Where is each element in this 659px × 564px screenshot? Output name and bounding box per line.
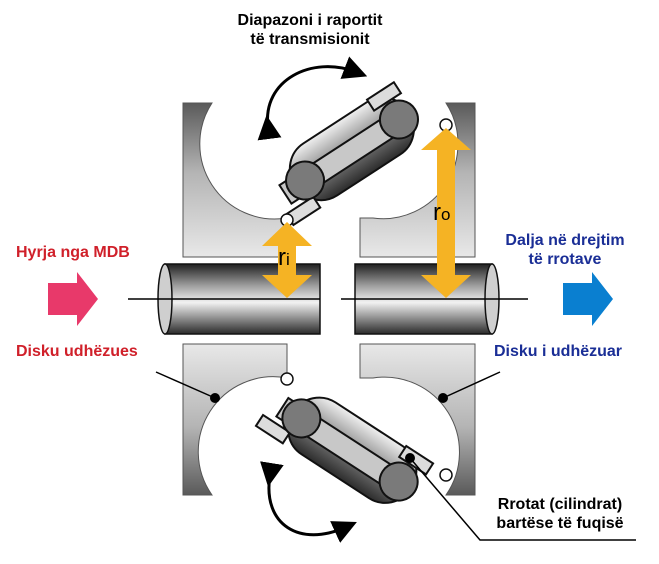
ro-label-main: r: [433, 199, 441, 226]
ri-label-main: r: [278, 244, 286, 271]
title-line1: Diapazoni i raportit: [237, 12, 383, 29]
top-roller: [278, 80, 419, 227]
input-label: Hyrja nga MDB: [16, 244, 130, 261]
roller-dot: [405, 453, 415, 463]
rotation-arrow-top: [257, 56, 368, 141]
output-label-line2: të rrotave: [528, 251, 602, 268]
output-arrow: [563, 272, 613, 326]
rollers-label-line2: bartëse të fuqisë: [496, 515, 624, 532]
rollers-label: Rrotat (cilindrat) bartëse të fuqisë: [480, 495, 640, 533]
input-disc: [182, 102, 288, 496]
input-disc-bottom: [182, 343, 288, 496]
title: Diapazoni i raportit të transmisionit: [200, 11, 420, 49]
output-disc-bottom: [359, 343, 476, 496]
ro-label-sub: o: [441, 205, 451, 224]
output-label-line1: Dalja në drejtim: [505, 232, 625, 249]
output-label: Dalja në drejtim të rrotave: [490, 231, 640, 269]
bottom-roller: [254, 396, 435, 504]
ro-label: ro: [433, 200, 450, 228]
input-arrow: [48, 272, 98, 326]
title-line2: të transmisionit: [250, 31, 370, 48]
output-disc-dot: [438, 393, 448, 403]
leader-output-disc: [442, 371, 501, 399]
rollers-label-line1: Rrotat (cilindrat): [497, 496, 623, 513]
input-disc-label: Disku udhëzues: [16, 343, 138, 360]
contact-point-output-bottom: [439, 468, 453, 482]
ri-label: ri: [278, 245, 290, 273]
leader-input-disc: [155, 371, 216, 399]
ro-arrow: [421, 128, 471, 298]
ri-label-sub: i: [286, 250, 290, 269]
contact-point-input-bottom: [280, 372, 294, 386]
output-disc-label: Disku i udhëzuar: [494, 343, 623, 360]
leader-rollers: [409, 457, 636, 541]
rotation-arrow-bottom: [260, 461, 357, 543]
ri-arrow: [262, 222, 312, 298]
input-disc-top: [182, 102, 288, 258]
input-disc-dot: [210, 393, 220, 403]
